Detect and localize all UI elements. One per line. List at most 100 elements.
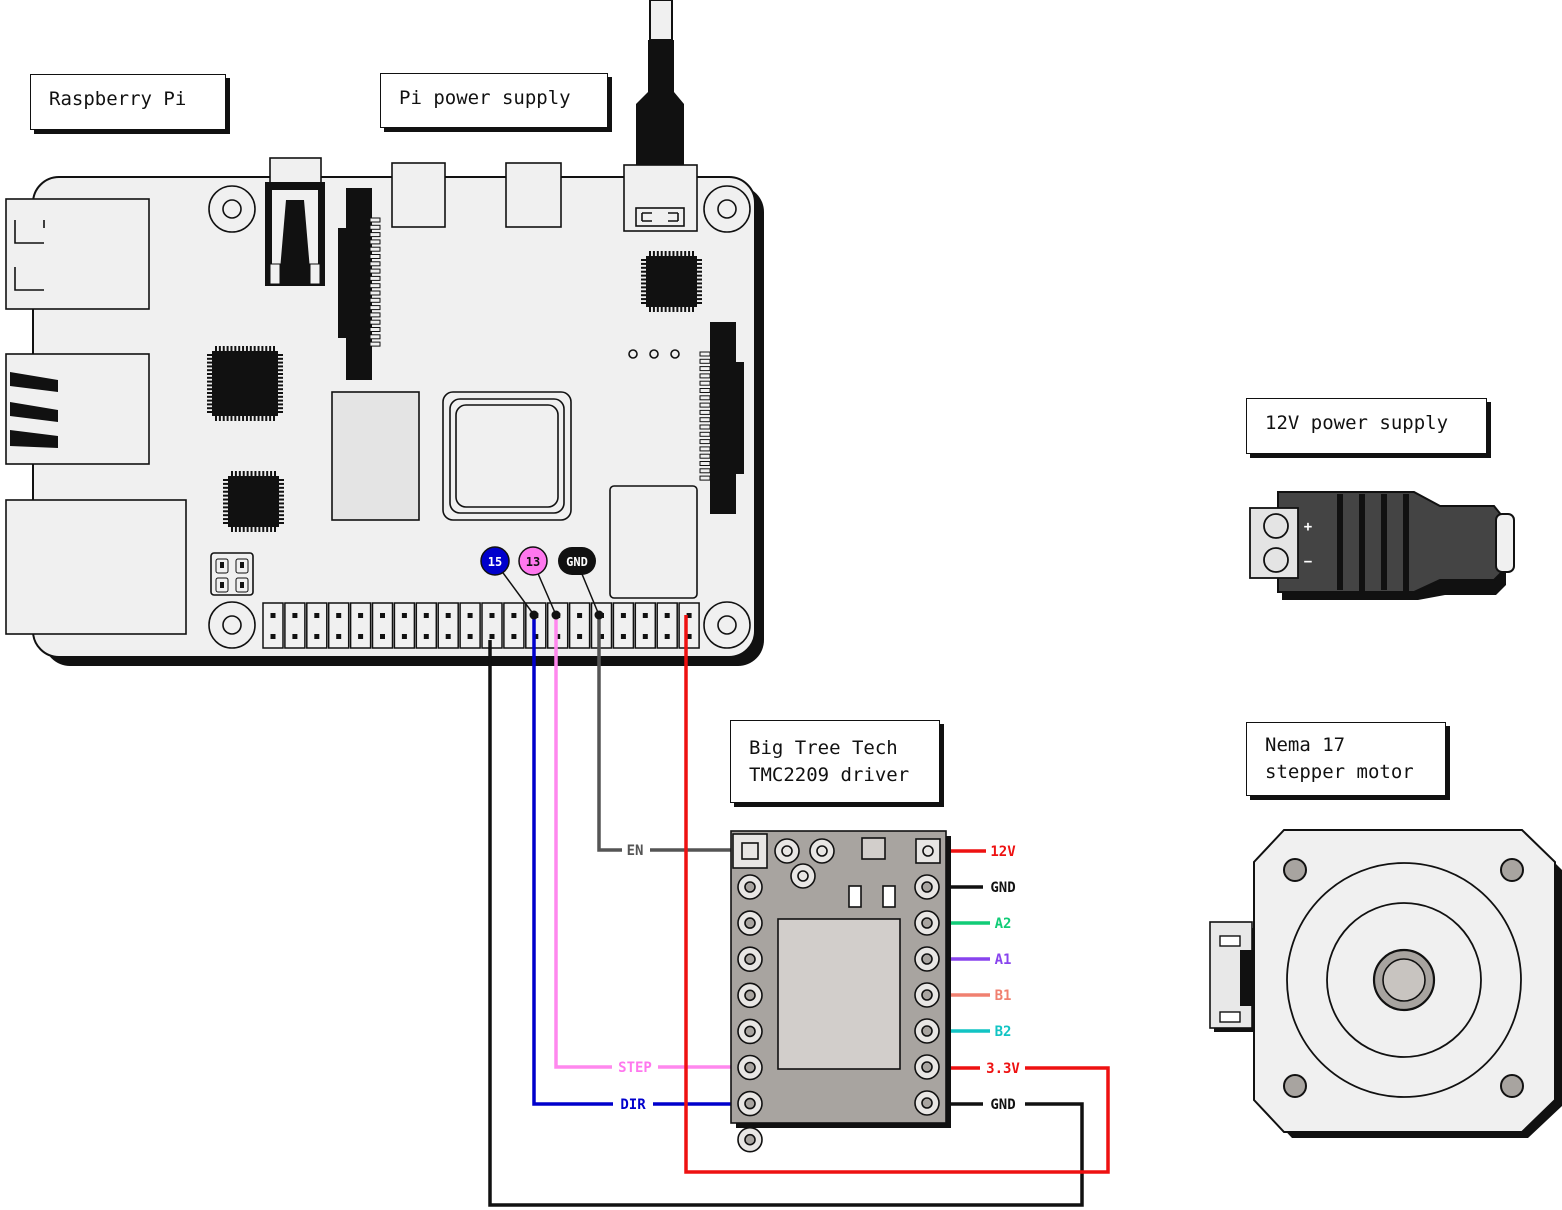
camera-connector-pin [369,217,381,223]
pi-power-supply-title: Pi power supply [399,87,571,109]
driver-title-line1: Big Tree Tech [749,737,898,759]
tmc2209-driver-board [730,830,951,1153]
display-connector-pin [699,439,711,445]
gpio-pin [314,634,320,639]
display-connector-pin [699,395,711,401]
gpio-pin [336,634,342,639]
gpio-pin [467,634,473,639]
gpio-pin-pair [459,602,481,649]
audio-jack [265,157,325,286]
display-connector-pin [699,461,711,466]
dir-pin-label: DIR [620,1097,646,1113]
camera-connector-pin [369,232,381,238]
poe-header [210,552,254,596]
driver-pin-hole [921,1097,933,1109]
camera-connector-pin [369,254,381,259]
gpio-pin [489,634,495,639]
display-connector [699,322,744,514]
power-3v3-wire [684,615,1110,1174]
pin13-label: 13 [526,555,540,569]
driver-title-line2: TMC2209 driver [749,764,910,786]
pin13-marker: 13 [518,546,548,576]
driver-pin-hole [744,881,756,893]
ic-chip [641,251,702,312]
gpio-pin [314,613,320,618]
gpio-pin [358,634,364,639]
gpio-pin-pair [371,602,394,649]
gpio-pin [577,634,583,639]
gpio-pin [599,634,604,639]
display-connector-pin [699,446,711,452]
gpio-pin [467,613,473,618]
gpio-pin-pair [437,602,459,649]
12v-pin-label: 12V [990,844,1016,860]
power-12v-title: 12V power supply [1265,412,1449,434]
gpio-pin [270,634,276,639]
soc-chip [331,391,698,599]
gnd-logic-pin-label: GND [990,1097,1015,1113]
gnd-marker: GND [558,547,596,575]
gpio-pin [358,613,364,618]
usb-c-port [623,164,698,232]
gpio-pin [664,634,670,639]
raspberry-pi-title: Raspberry Pi [49,88,187,110]
motor-connector [1209,921,1254,1032]
camera-connector-pin [369,305,381,311]
driver-pin-labels: EN STEP DIR 12V GND A2 A1 B1 B2 3.3V GND [618,843,1020,1113]
raspberry-pi-callout: Raspberry Pi [30,74,226,130]
display-connector-pin [699,402,711,408]
driver-pin-hole [921,1061,933,1073]
dc-barrel-jack: + − [1249,491,1515,600]
driver-pin-hole [921,953,933,965]
driver-pin-hole [921,881,933,893]
display-connector-pin [699,431,711,437]
motor-callout: Nema 17 stepper motor [1246,722,1446,796]
gpio-pin [620,613,626,618]
camera-connector-pin [369,268,381,274]
gpio-pin [401,613,407,618]
usb-port [5,353,150,465]
driver-pins [737,874,940,1153]
ic-chip [207,346,283,421]
display-connector-pin [699,453,711,459]
micro-hdmi-port [505,162,562,228]
gpio-pin [380,613,385,618]
gpio-pin [664,613,670,618]
raspberry-pi-board [5,157,764,666]
driver-pin-hole [744,917,756,929]
camera-connector-pin [369,290,381,296]
status-leds [628,349,680,359]
nema17-stepper-motor [1209,829,1562,1138]
gpio-pin [511,613,517,618]
pin15-marker: 15 [480,546,510,576]
gpio-pin [445,613,451,618]
gpio-pin [336,613,342,618]
ethernet-port [5,499,187,635]
camera-connector-pin [369,224,381,230]
gpio-pin [620,634,626,639]
display-connector-pin [699,388,711,393]
gpio-pin [380,634,385,639]
driver-pin-hole [744,1097,756,1110]
gpio-pin-pair [634,602,657,649]
driver-top-pads [732,833,941,889]
3v3-pin-label: 3.3V [986,1061,1020,1077]
motor-title-line1: Nema 17 [1265,734,1346,756]
gpio-pin [270,613,276,618]
driver-pin-hole [744,989,756,1002]
gpio-pin-pair [481,602,503,649]
micro-hdmi-port [391,162,446,228]
camera-connector-pin [369,319,381,325]
gnd-marker-label: GND [566,555,588,569]
display-connector-pin [699,475,711,481]
gpio-pin-pair [612,602,635,649]
gpio-pin-pair [349,602,372,649]
board-chips [207,251,702,532]
power-12v-callout: 12V power supply [1246,398,1487,454]
driver-pin-hole [921,989,933,1001]
gpio-pin [401,634,407,639]
b1-pin-label: B1 [995,988,1012,1004]
ground-wire-pi [488,640,1084,1207]
b2-pin-label: B2 [995,1024,1012,1040]
